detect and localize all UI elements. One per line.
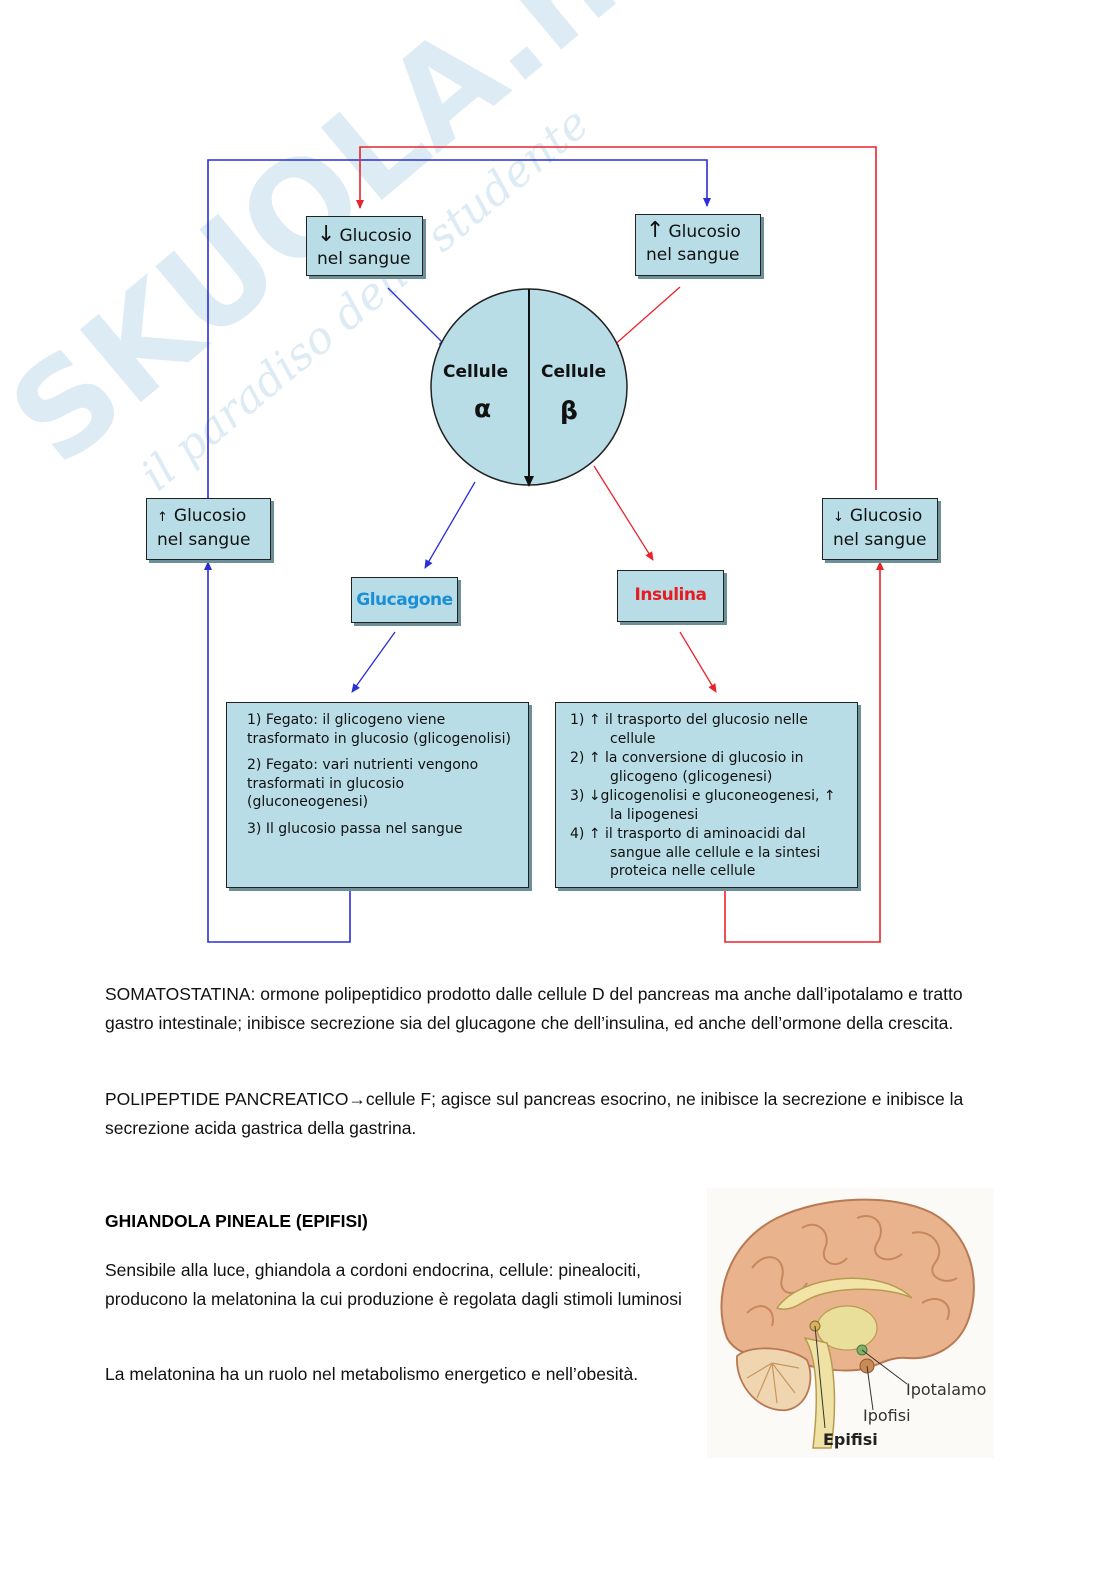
brain-drawing (707, 1188, 994, 1458)
glucose-label: Glucosio (668, 222, 741, 242)
up-arrow-icon: ↑ (157, 510, 168, 525)
alpha-cells-label: Cellule (443, 362, 509, 382)
pineale-heading: GHIANDOLA PINEALE (EPIFISI) (105, 1211, 368, 1231)
glucose-label: Glucosio (339, 226, 412, 246)
somatostatina-paragraph: SOMATOSTATINA: ormone polipeptidico prod… (105, 984, 963, 1033)
high-glucose-top-box: ↑Glucosio nel sangue (635, 214, 761, 276)
insulina-box: Insulina (617, 570, 724, 622)
arrow-insulina-effects (679, 631, 717, 693)
red-top-line (356, 146, 877, 490)
epifisi-label: Epifisi (823, 1430, 878, 1449)
down-arrow-icon: ↓ (317, 222, 336, 247)
insulina-label: Insulina (634, 585, 707, 605)
red-loop-line (724, 561, 884, 943)
blood-label: nel sangue (317, 249, 411, 269)
glucose-regulation-diagram: Cellule α Cellule β ↓Glucosio nel sangue… (146, 146, 938, 943)
glucagone-effect-3: 3) Il glucosio passa nel sangue (247, 820, 463, 837)
alpha-symbol: α (474, 394, 492, 423)
pineale-paragraph-1: Sensibile alla luce, ghiandola a cordoni… (105, 1260, 682, 1309)
glucagone-effects-box: 1) Fegato: il glicogeno viene trasformat… (226, 702, 529, 888)
pineale-paragraph-2: La melatonina ha un ruolo nel metabolism… (105, 1364, 639, 1384)
arrow-to-glucagone (424, 481, 476, 569)
glucose-label: Glucosio (849, 506, 923, 526)
high-glucose-side-box: ↑ Glucosio nel sangue (146, 498, 271, 560)
glucagone-effect-2: 2) Fegato: vari nutrienti vengono trasfo… (247, 757, 479, 810)
arrow-to-alpha (387, 287, 448, 348)
insulina-effect-3: 3) ↓glicogenolisi e gluconeogenesi, ↑ la… (570, 788, 836, 823)
glucagone-label: Glucagone (356, 590, 453, 610)
beta-symbol: β (560, 396, 578, 425)
arrow-glucagone-effects (351, 631, 396, 693)
arrow-to-beta (610, 286, 681, 349)
arrow-to-insulina (593, 465, 654, 561)
diagram-connectors (204, 146, 884, 943)
insulina-effects-box: 1) ↑ il trasporto del glucosio nelle cel… (555, 702, 858, 888)
insulina-effect-2: 2) ↑ la conversione di glucosio in glico… (570, 750, 804, 785)
polipeptide-paragraph: POLIPEPTIDE PANCREATICO→cellule F; agisc… (105, 1089, 964, 1138)
ipofisi-label: Ipofisi (863, 1406, 911, 1425)
down-arrow-icon: ↓ (833, 510, 844, 525)
glucagone-box: Glucagone (351, 577, 458, 623)
blood-label: nel sangue (157, 530, 251, 550)
low-glucose-side-box: ↓ Glucosio nel sangue (822, 498, 938, 560)
up-arrow-icon: ↑ (646, 218, 665, 243)
insulina-effect-4: 4) ↑ il trasporto di aminoacidi dal sang… (570, 826, 821, 879)
low-glucose-top-box: ↓Glucosio nel sangue (306, 216, 423, 276)
blood-label: nel sangue (646, 245, 740, 265)
insulina-effect-1: 1) ↑ il trasporto del glucosio nelle cel… (570, 712, 808, 747)
blue-top-line (207, 159, 711, 498)
glucose-label: Glucosio (173, 506, 247, 526)
ipotalamo-label: Ipotalamo (906, 1380, 987, 1399)
beta-cells-label: Cellule (541, 362, 607, 382)
brain-illustration: Ipotalamo Ipofisi Epifisi (707, 1188, 994, 1458)
blood-label: nel sangue (833, 530, 927, 550)
blue-loop-line (204, 561, 351, 943)
glucagone-effect-1: 1) Fegato: il glicogeno viene trasformat… (247, 712, 511, 747)
